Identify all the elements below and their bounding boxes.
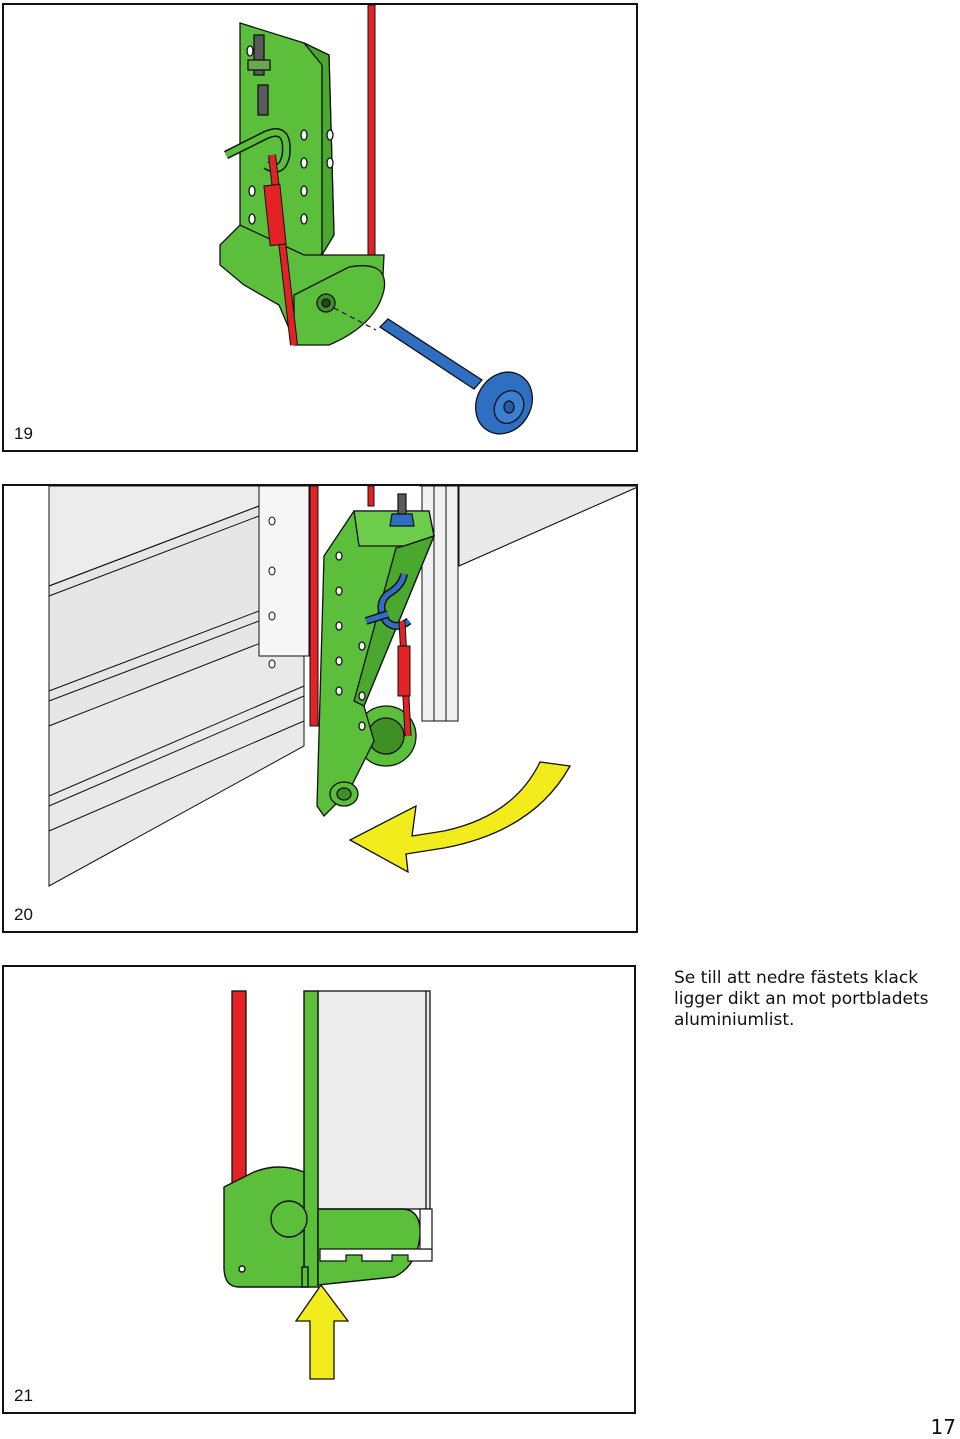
step-number: 21 — [14, 1386, 33, 1405]
instruction-text: Se till att nedre fästets klack ligger d… — [674, 968, 929, 1030]
door-panel — [317, 990, 431, 1210]
yellow-arrow-icon — [348, 761, 572, 874]
bracket-illustration — [316, 510, 436, 818]
step-20-panel: 20 — [2, 484, 638, 933]
step-21-panel: 21 — [2, 965, 636, 1414]
pin-illustration — [378, 318, 533, 435]
step-21-illustration — [223, 990, 433, 1380]
cable — [231, 990, 247, 1192]
step-19-illustration — [219, 5, 533, 435]
cable-right — [367, 5, 376, 256]
step-20-illustration — [48, 486, 636, 931]
step-number: 19 — [14, 424, 33, 443]
cable-left — [309, 486, 319, 727]
bracket-illustration — [219, 22, 386, 346]
step-19-panel: 19 — [2, 3, 638, 452]
step-number: 20 — [14, 905, 33, 924]
bracket-illustration — [223, 990, 421, 1288]
door-panel — [48, 486, 636, 931]
yellow-arrow-icon — [294, 1283, 350, 1380]
page-number: 17 — [930, 1415, 956, 1439]
